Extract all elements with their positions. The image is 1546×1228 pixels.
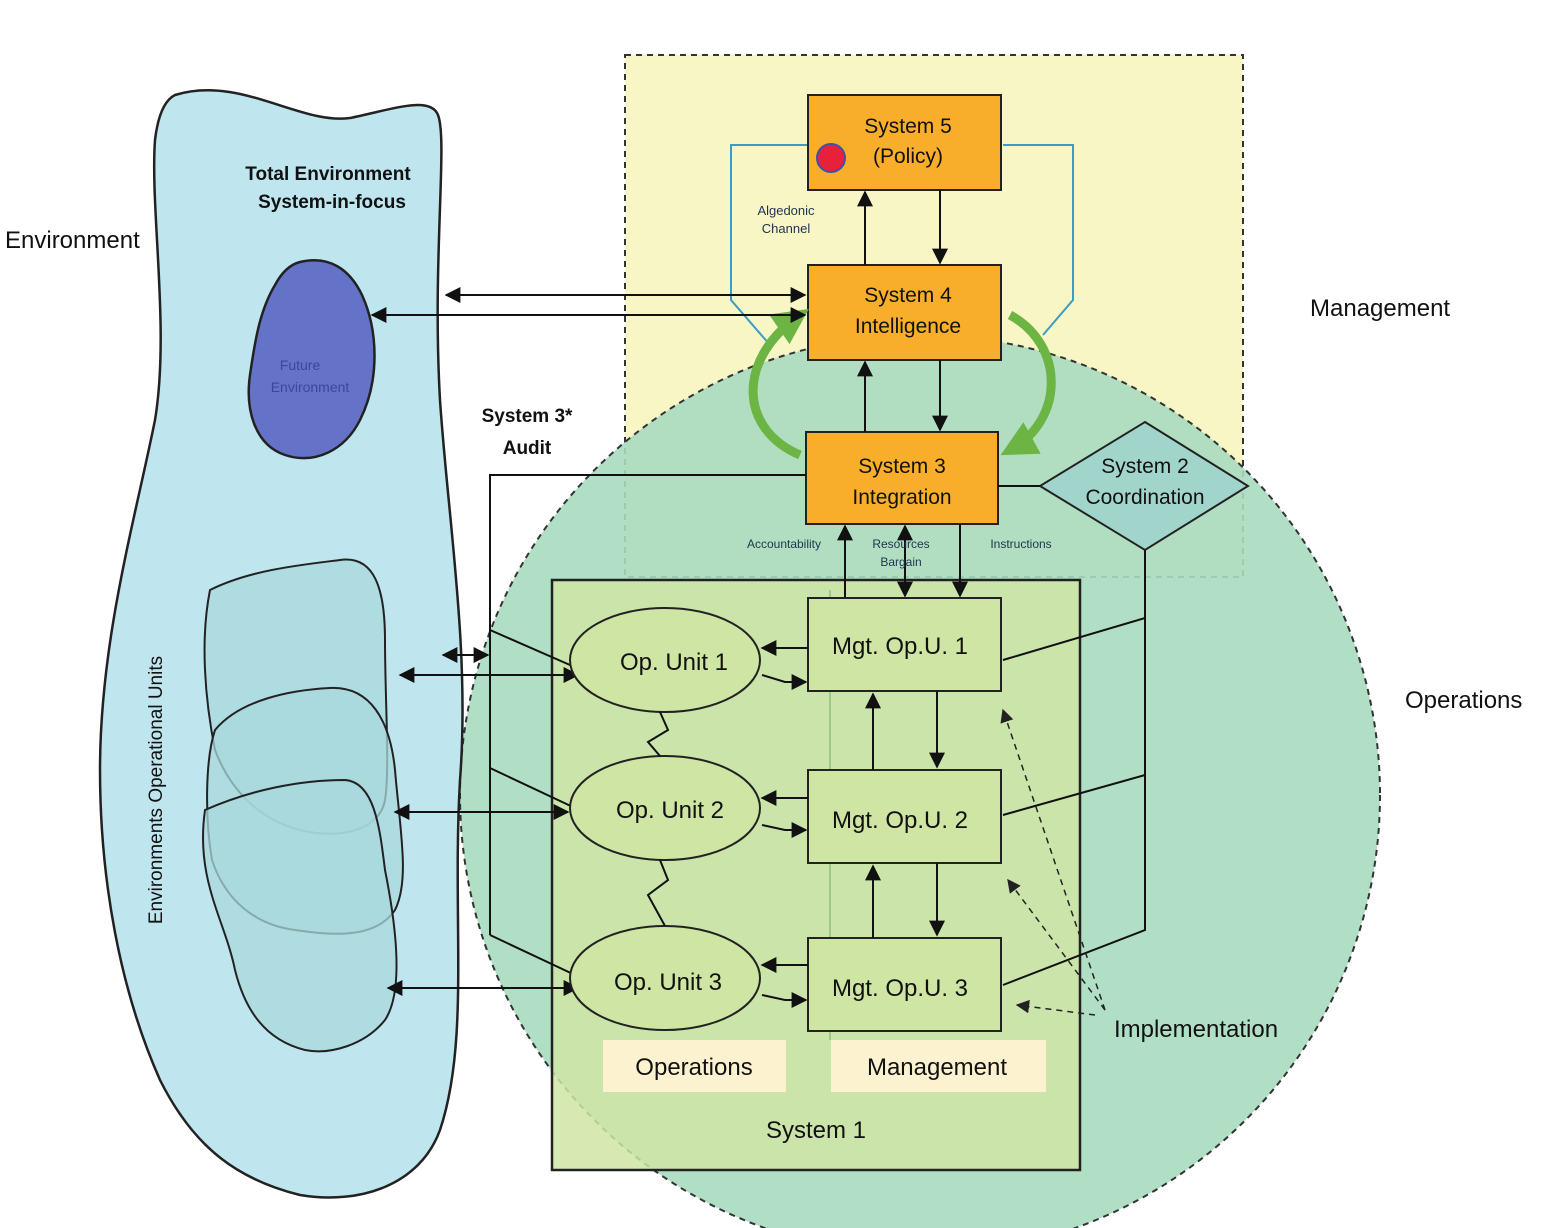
- env-op-units-label: Environments Operational Units: [146, 656, 167, 924]
- algedonic-line1: Algedonic: [757, 203, 815, 218]
- audit-channel: [489, 474, 806, 935]
- mgt-op-unit-3-label: Mgt. Op.U. 3: [832, 975, 968, 1002]
- op-unit-1-label: Op. Unit 1: [620, 649, 728, 676]
- system1-label: System 1: [766, 1117, 866, 1144]
- accountability-label: Accountability: [747, 537, 821, 551]
- arrow-op3-mgt3: [761, 992, 808, 1008]
- system4-box[interactable]: [807, 264, 1002, 361]
- operations-label-box: [603, 1040, 786, 1092]
- management-label: Management: [867, 1054, 1007, 1081]
- system2-title: System 2: [1101, 455, 1189, 478]
- instructions-label: Instructions: [990, 537, 1051, 551]
- operations-label: Operations: [635, 1054, 752, 1081]
- s2-to-mgt3: [1002, 550, 1146, 986]
- operations-side-label: Operations: [1405, 687, 1522, 714]
- op-unit-3-label: Op. Unit 3: [614, 969, 722, 996]
- future-env-line1: Future: [280, 357, 321, 373]
- audit-op3: [489, 934, 576, 976]
- algedonic-alert-dot: [816, 143, 846, 173]
- arrow-op2-mgt2: [761, 822, 808, 838]
- system3-subtitle: Integration: [852, 486, 951, 509]
- system4-title: System 4: [864, 284, 952, 307]
- management-side-label: Management: [1310, 295, 1450, 322]
- impl-arrow-3: [1015, 999, 1096, 1016]
- sys3star-line1: System 3*: [482, 406, 573, 427]
- system5-subtitle: (Policy): [873, 145, 943, 168]
- loop-arrow-left: [748, 308, 809, 460]
- system4-subtitle: Intelligence: [855, 315, 961, 338]
- system5-title: System 5: [864, 115, 952, 138]
- system5-box[interactable]: [807, 94, 1002, 191]
- impl-arrow-1: [1000, 708, 1106, 1011]
- resources-line1: Resources: [872, 537, 929, 551]
- total-env-line1: Total Environment: [245, 164, 411, 185]
- algedonic-channel-right: [1003, 144, 1074, 336]
- s2-to-mgt2: [1002, 774, 1146, 816]
- future-env-line2: Environment: [271, 379, 350, 395]
- op-unit-2[interactable]: [569, 755, 761, 861]
- system2-subtitle: Coordination: [1085, 486, 1204, 509]
- environment-label: Environment: [5, 227, 140, 254]
- mgt-op-unit-2[interactable]: [807, 769, 1002, 864]
- impl-arrow-2: [1007, 878, 1106, 1011]
- algedonic-line2: Channel: [762, 221, 811, 236]
- s2-to-mgt1: [1002, 617, 1146, 661]
- mgt-op-unit-1[interactable]: [807, 597, 1002, 692]
- zigzag-op1-op2: [646, 711, 670, 757]
- system3-box[interactable]: [805, 431, 999, 525]
- total-env-line2: System-in-focus: [258, 192, 406, 213]
- audit-op2: [489, 767, 576, 809]
- system3-title: System 3: [858, 455, 946, 478]
- resources-line2: Bargain: [880, 555, 921, 569]
- env-unit-3-shape: [201, 778, 398, 1053]
- op-unit-1[interactable]: [569, 607, 761, 713]
- audit-op1: [489, 629, 571, 666]
- sys3star-line2: Audit: [503, 438, 552, 459]
- future-environment-shape: [247, 259, 376, 460]
- arrow-op1-mgt1: [761, 674, 808, 690]
- implementation-label: Implementation: [1114, 1016, 1278, 1043]
- mgt-op-unit-1-label: Mgt. Op.U. 1: [832, 633, 968, 660]
- loop-arrow-right: [1000, 311, 1056, 456]
- management-label-box: [831, 1040, 1046, 1092]
- zigzag-op2-op3: [646, 859, 670, 927]
- mgt-op-unit-3[interactable]: [807, 937, 1002, 1032]
- mgt-op-unit-2-label: Mgt. Op.U. 2: [832, 807, 968, 834]
- op-unit-2-label: Op. Unit 2: [616, 797, 724, 824]
